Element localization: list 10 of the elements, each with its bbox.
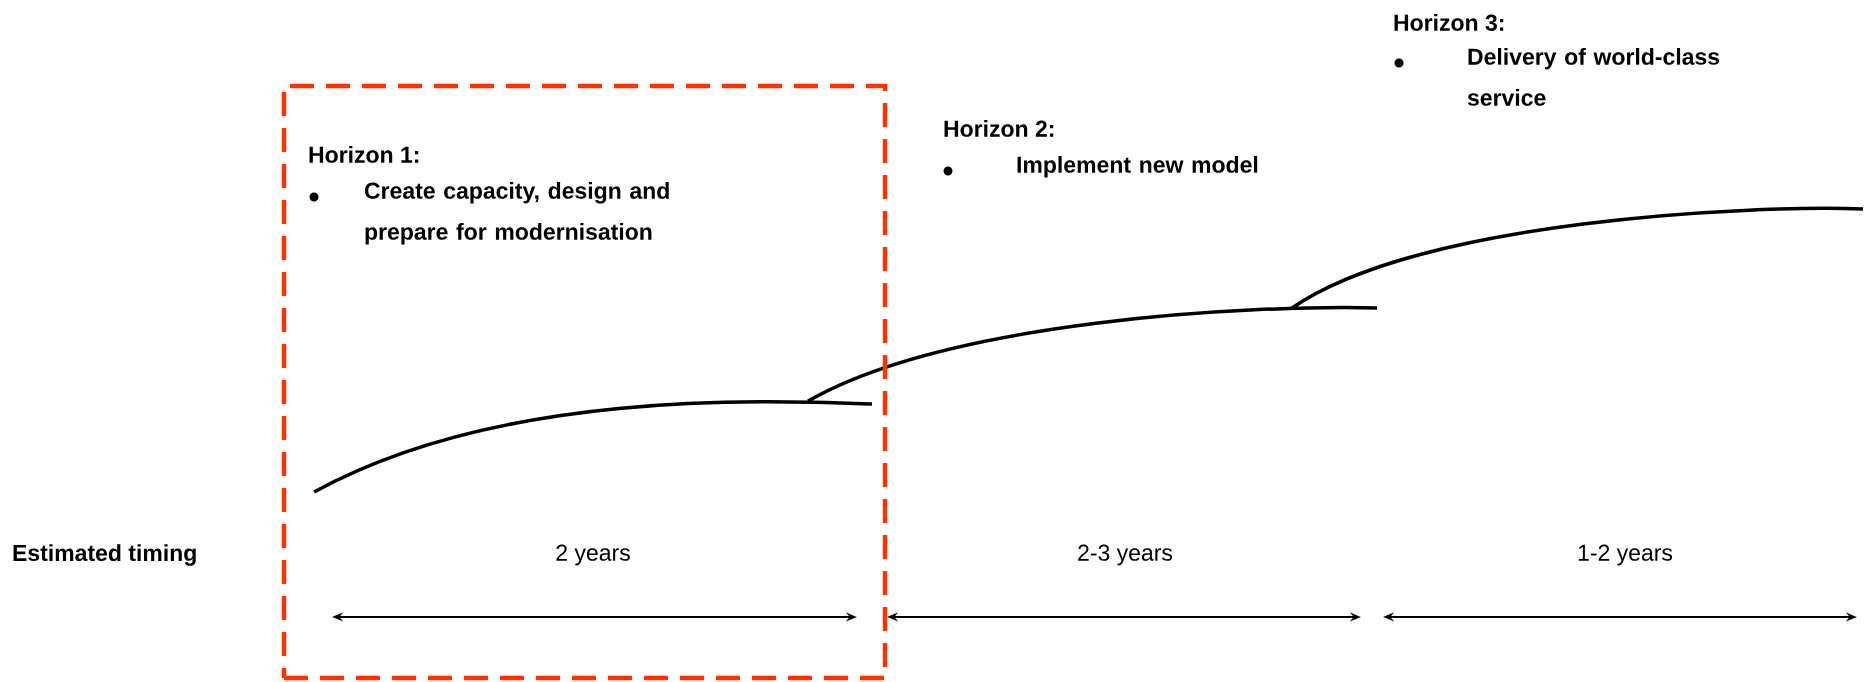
duration-label: 1-2 years bbox=[1578, 544, 1673, 566]
bullet-text: Implement new model bbox=[1017, 156, 1258, 178]
duration-label: 2-3 years bbox=[1078, 544, 1173, 566]
row-label: Estimated timing bbox=[13, 544, 196, 566]
duration-label: 2 years bbox=[556, 544, 630, 566]
heading: Horizon 1: bbox=[309, 146, 419, 163]
bullet-text: Delivery of world-class service bbox=[1467, 48, 1720, 106]
heading: Horizon 2: bbox=[944, 120, 1054, 137]
bullet-text: Create capacity, design and prepare for modernisation bbox=[364, 182, 669, 245]
heading: Horizon 3: bbox=[1394, 14, 1504, 31]
